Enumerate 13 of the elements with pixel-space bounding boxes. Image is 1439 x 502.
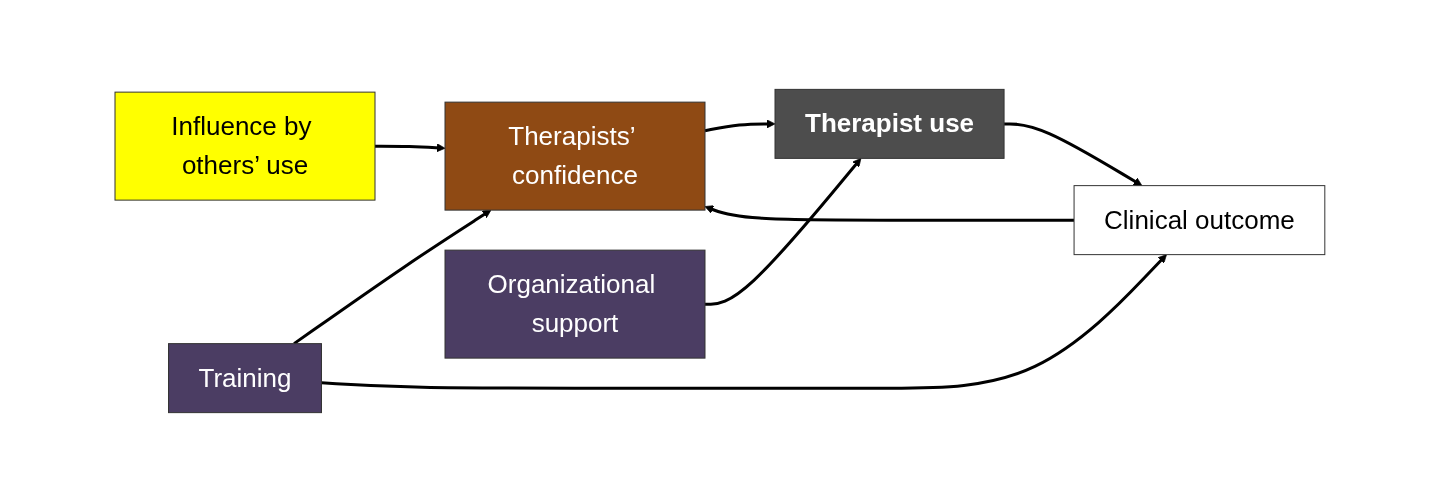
- node-box: Clinical outcome: [1073, 185, 1325, 256]
- arrow: [374, 143, 445, 153]
- node-box: Training: [167, 343, 322, 414]
- arrow: [292, 209, 491, 345]
- node-box: Organizational support: [444, 249, 706, 359]
- arrow: [704, 205, 1074, 222]
- arrow: [1003, 122, 1142, 187]
- node-box: Influence by others’ use: [114, 91, 376, 201]
- arrow: [704, 119, 775, 133]
- node-box: Therapists’ confidence: [444, 101, 706, 211]
- node-box: Therapist use: [774, 88, 1005, 159]
- arrow: [321, 254, 1167, 390]
- arrow: [704, 158, 861, 306]
